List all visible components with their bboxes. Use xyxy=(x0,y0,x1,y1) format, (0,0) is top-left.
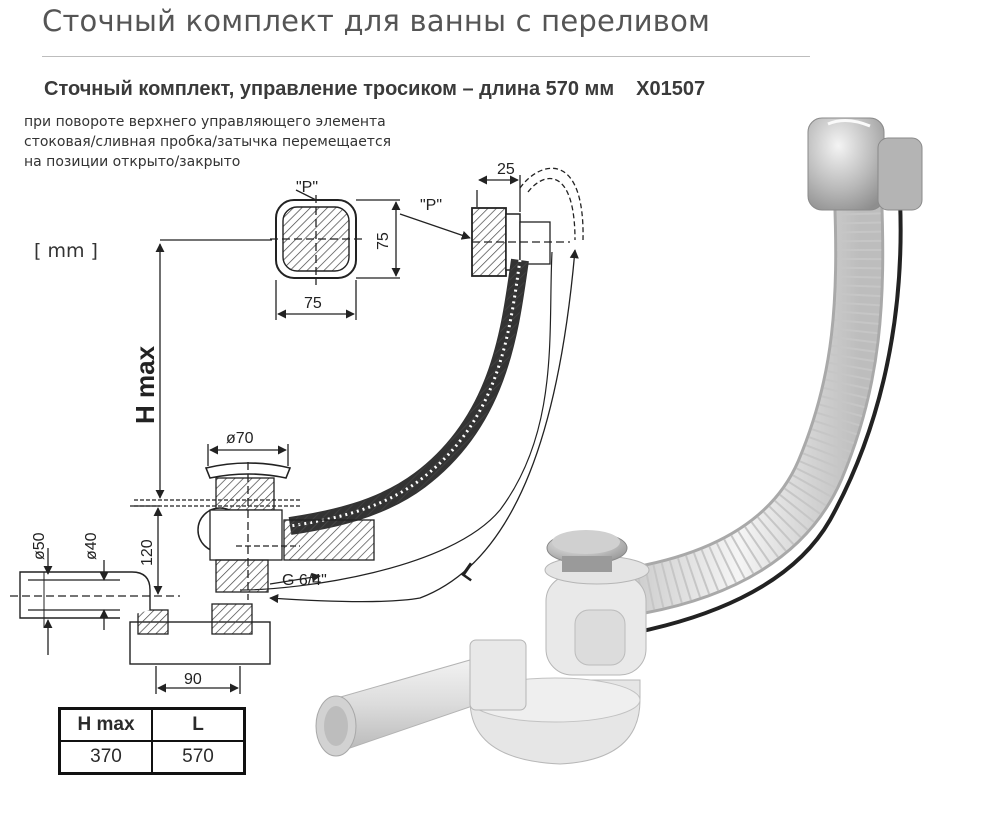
h-max-label: H max xyxy=(130,345,160,424)
product-code: X01507 xyxy=(636,78,706,100)
note-line: стоковая/сливная пробка/затычка перемеща… xyxy=(24,134,392,150)
technical-drawing xyxy=(10,167,584,694)
operation-note: при повороте верхнего управляющего элеме… xyxy=(24,112,391,172)
pipe-d40-label: ø40 xyxy=(83,532,100,560)
drain-diameter-label: ø70 xyxy=(226,430,254,447)
p-label-front: "P" xyxy=(296,179,318,196)
length-label: L xyxy=(457,558,482,586)
p-label-side: "P" xyxy=(420,197,442,214)
overflow-cap-front xyxy=(270,189,401,320)
table-header-length: L xyxy=(151,707,246,742)
table-header-hmax: H max xyxy=(58,707,153,742)
trap-height-label: 120 xyxy=(139,539,156,566)
table-cell-length: 570 xyxy=(151,740,246,775)
cap-width-label: 75 xyxy=(304,295,322,312)
thread-label: G 6/4" xyxy=(282,572,327,589)
table-row: 370 570 xyxy=(58,740,246,775)
base-width-label: 90 xyxy=(184,671,202,688)
trap-drawing xyxy=(10,505,271,694)
product-illustration xyxy=(315,117,923,765)
unit-label: [ mm ] xyxy=(34,240,98,262)
cap-height-label: 75 xyxy=(375,232,392,250)
table-header-row: H max L xyxy=(58,707,246,742)
page-title: Сточный комплект для ванны с переливом xyxy=(42,4,711,38)
note-line: на позиции открыто/закрыто xyxy=(24,154,241,170)
spec-table: H max L 370 570 xyxy=(58,707,246,775)
overflow-cap-side xyxy=(399,167,584,277)
table-cell-hmax: 370 xyxy=(58,740,153,775)
title-divider xyxy=(42,56,810,57)
note-line: при повороте верхнего управляющего элеме… xyxy=(24,114,386,130)
product-subtitle: Сточный комплект, управление тросиком – … xyxy=(44,78,705,101)
overflow-width-label: 25 xyxy=(497,161,515,178)
subtitle-text: Сточный комплект, управление тросиком – … xyxy=(44,78,615,100)
pipe-d50-label: ø50 xyxy=(31,532,48,560)
drain-valve-drawing xyxy=(197,444,375,600)
